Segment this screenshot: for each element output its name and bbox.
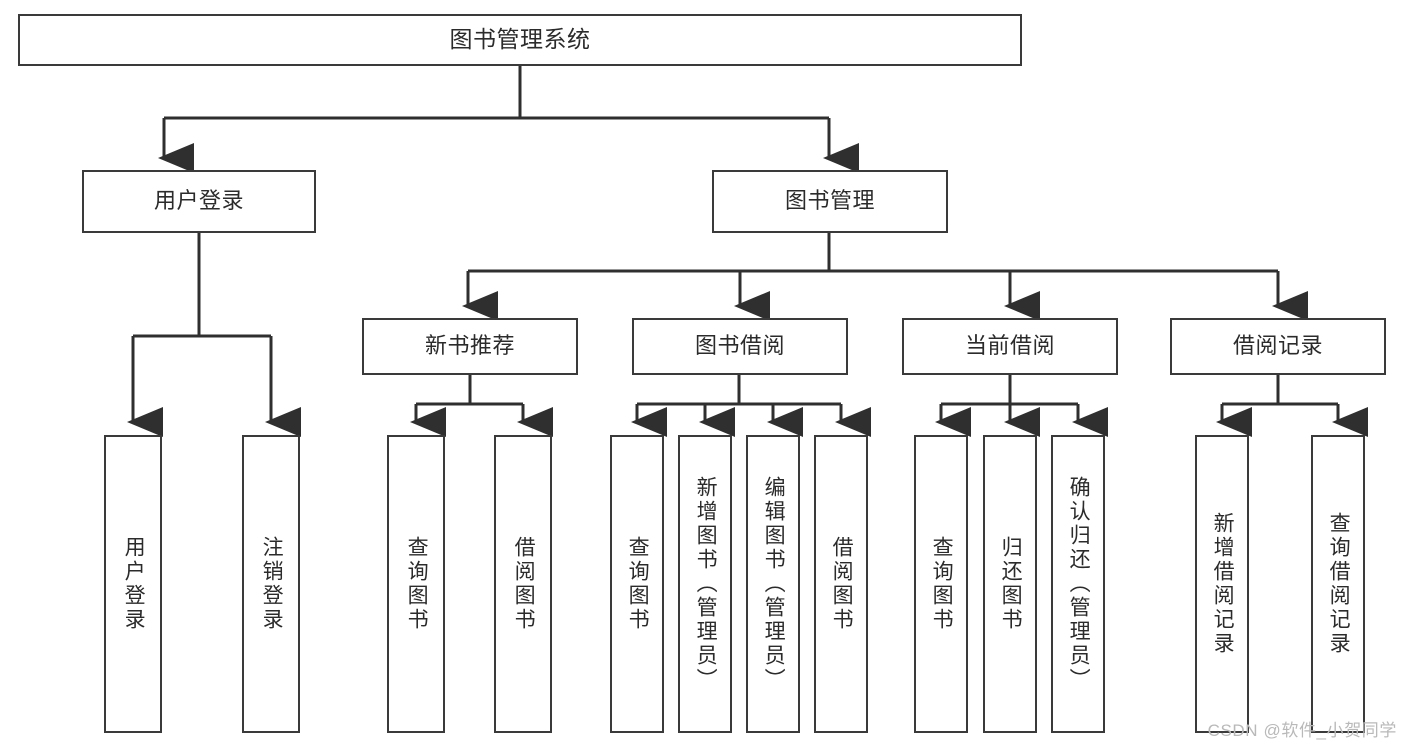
leaf-new-book-query-label: 查询图书 [405,536,429,632]
node-new-book-recommend-label: 新书推荐 [424,333,515,359]
leaf-record-query-label: 查询借阅记录 [1327,512,1351,656]
leaf-borrow-borrow-book[interactable]: 借阅图书 [814,435,868,733]
leaf-current-query-book[interactable]: 查询图书 [914,435,968,733]
leaf-user-login-login-label: 用户登录 [122,536,146,632]
leaf-record-add[interactable]: 新增借阅记录 [1195,435,1249,733]
leaf-current-confirm-return[interactable]: 确认归还（管理员） [1051,435,1105,733]
leaf-borrow-add-book[interactable]: 新增图书（管理员） [678,435,732,733]
node-root-system[interactable]: 图书管理系统 [18,14,1022,66]
leaf-current-return-book-label: 归还图书 [999,536,1023,632]
leaf-borrow-edit-book-label: 编辑图书（管理员） [762,476,786,692]
csdn-watermark: CSDN @软件_小贺同学 [1207,721,1397,740]
node-user-login[interactable]: 用户登录 [82,170,316,233]
leaf-user-login-logout-label: 注销登录 [260,536,284,632]
leaf-record-query[interactable]: 查询借阅记录 [1311,435,1365,733]
leaf-new-book-borrow-label: 借阅图书 [512,536,536,632]
leaf-current-query-book-label: 查询图书 [930,536,954,632]
leaf-borrow-add-book-label: 新增图书（管理员） [694,476,718,692]
leaf-borrow-borrow-book-label: 借阅图书 [830,536,854,632]
node-book-management-label: 图书管理 [784,188,875,214]
node-book-borrow[interactable]: 图书借阅 [632,318,848,375]
leaf-current-confirm-return-label: 确认归还（管理员） [1067,476,1091,692]
node-borrow-record[interactable]: 借阅记录 [1170,318,1386,375]
node-book-borrow-label: 图书借阅 [694,333,785,359]
leaf-user-login-logout[interactable]: 注销登录 [242,435,300,733]
node-current-borrow-label: 当前借阅 [964,333,1055,359]
leaf-record-add-label: 新增借阅记录 [1211,512,1235,656]
node-user-login-label: 用户登录 [153,188,244,214]
leaf-current-return-book[interactable]: 归还图书 [983,435,1037,733]
leaf-new-book-borrow[interactable]: 借阅图书 [494,435,552,733]
leaf-new-book-query[interactable]: 查询图书 [387,435,445,733]
node-root-system-label: 图书管理系统 [449,26,591,53]
leaf-borrow-edit-book[interactable]: 编辑图书（管理员） [746,435,800,733]
node-current-borrow[interactable]: 当前借阅 [902,318,1118,375]
node-borrow-record-label: 借阅记录 [1232,333,1323,359]
leaf-user-login-login[interactable]: 用户登录 [104,435,162,733]
leaf-borrow-query-book-label: 查询图书 [626,536,650,632]
leaf-borrow-query-book[interactable]: 查询图书 [610,435,664,733]
node-book-management[interactable]: 图书管理 [712,170,948,233]
node-new-book-recommend[interactable]: 新书推荐 [362,318,578,375]
